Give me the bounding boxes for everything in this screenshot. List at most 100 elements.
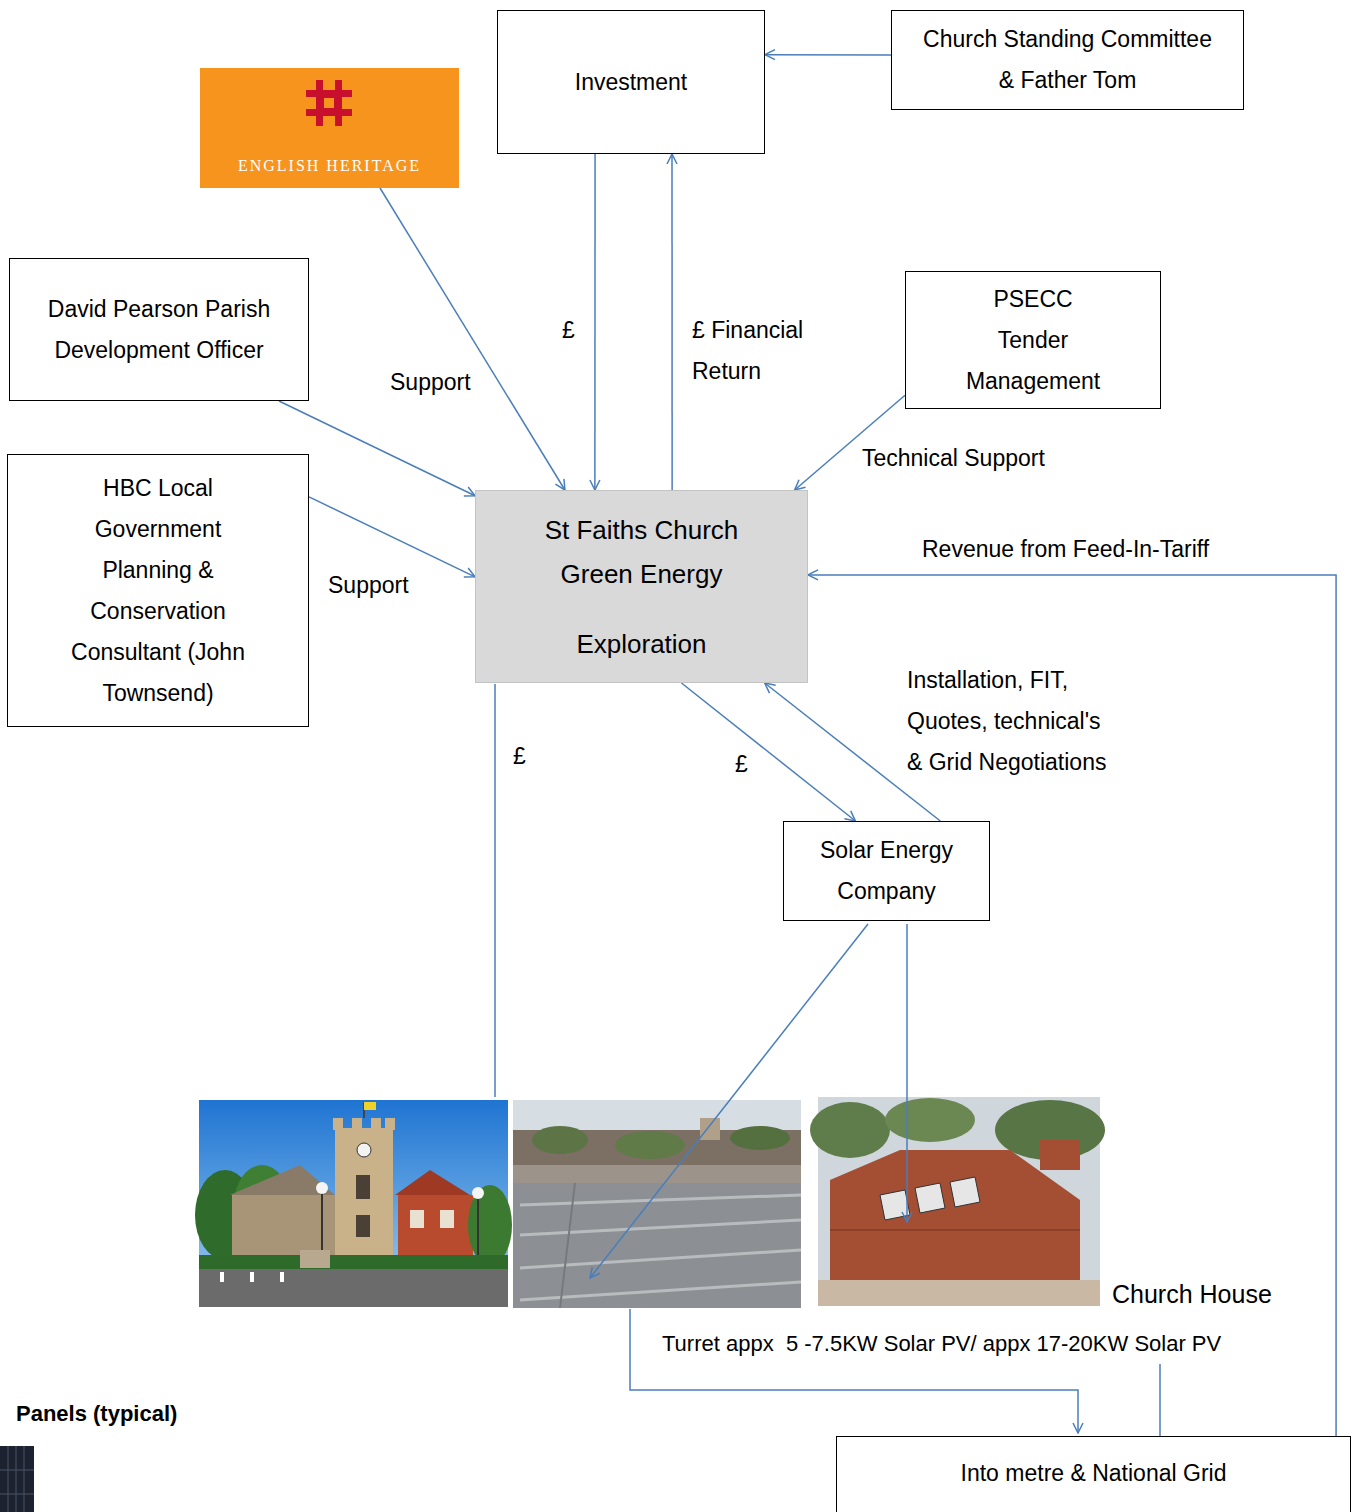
church-house-photo-part (885, 1098, 975, 1142)
church-photo-part (199, 1269, 508, 1307)
leader-lines-part (630, 1309, 1078, 1433)
turret-roof-photo-part (520, 1250, 801, 1268)
church-photo-part (199, 1100, 508, 1307)
note-label: Turret appx 5 -7.5KW Solar PV/ appx 17-2… (660, 1330, 1223, 1358)
edge-label: Installation, FIT, Quotes, technical's &… (905, 660, 1124, 783)
node-text: Exploration (576, 622, 706, 666)
logo-bar (335, 80, 342, 126)
node-text: Investment (575, 62, 688, 103)
turret-roof-photo-part (560, 1183, 575, 1308)
church-house-photo-part (880, 1190, 910, 1220)
leader-lines (495, 684, 1160, 1436)
church-photo-part (356, 1175, 370, 1199)
church-photo-part (398, 1195, 473, 1263)
leader-lines-part (494, 684, 496, 1097)
church-house-photo-part (830, 1229, 1080, 1231)
edge-label: Support (388, 362, 473, 403)
note-label: £ (511, 742, 528, 770)
turret-roof-photo-part (513, 1183, 801, 1308)
process-box: Investment (497, 10, 765, 154)
node-text: Solar Energy Company (794, 830, 979, 912)
node-text: HBC Local Government Planning & Conserva… (64, 468, 252, 714)
church-photo-part (371, 1118, 381, 1130)
stakeholder-box: Church Standing Committee & Father Tom (891, 10, 1244, 110)
node-text: PSECC Tender Management (962, 279, 1104, 402)
church-photo-part (410, 1210, 424, 1228)
note-label: Panels (typical) (14, 1400, 179, 1428)
solar-panel-thumbnail-part (24, 1446, 25, 1512)
connector-arrow (808, 575, 1336, 1436)
logo-icon (306, 80, 352, 126)
church-photo-part (280, 1272, 284, 1282)
edge-label: £ (560, 310, 577, 351)
solar-panel-thumbnail-part (0, 1494, 34, 1495)
logo-square (323, 97, 335, 109)
leader-lines-part (906, 924, 908, 1222)
church-house-photo-part (810, 1102, 890, 1158)
node-text: Into metre & National Grid (961, 1453, 1227, 1494)
turret-roof-photo-part (532, 1126, 588, 1154)
solar-panel-thumbnail-part (0, 1470, 34, 1471)
turret-roof-photo-part (700, 1118, 720, 1140)
leader-lines-part (590, 924, 868, 1278)
edge-label: Technical Support (860, 438, 1047, 479)
church-photo-part (220, 1272, 224, 1282)
node-text: St Faiths Church Green Energy (526, 508, 757, 596)
logo-text: ENGLISH HERITAGE (238, 156, 421, 176)
church-photo-part (199, 1255, 508, 1269)
logo-bar (316, 80, 323, 126)
leader-lines-part (1159, 1364, 1161, 1436)
church-photo-part (440, 1210, 454, 1228)
stakeholder-box: PSECC Tender Management (905, 271, 1161, 409)
turret-roof-photo-part (520, 1195, 801, 1205)
central-box: St Faiths Church Green EnergyExploration (475, 490, 808, 683)
connector-arrow (594, 154, 596, 490)
church-house-photo-part (950, 1177, 980, 1207)
edge-label: Revenue from Feed-In-Tariff (920, 529, 1211, 570)
grid-box: Into metre & National Grid (836, 1436, 1351, 1512)
turret-roof-photo-part (513, 1165, 801, 1183)
church-house-photo-part (915, 1183, 945, 1213)
solar-panel-thumbnail-part (8, 1446, 9, 1512)
edge-label: £ (733, 744, 750, 785)
connector-arrow (380, 188, 565, 490)
church-photo-part (300, 1250, 330, 1268)
connector-arrow (671, 154, 673, 490)
turret-roof-photo-part (730, 1126, 790, 1150)
church-photo-part (230, 1165, 335, 1195)
church-house-photo-part (830, 1150, 1080, 1280)
church-house-photo-part (818, 1280, 1100, 1306)
church-photo-part (477, 1195, 479, 1265)
church-photo-part (356, 1215, 370, 1237)
connector-arrow (765, 54, 891, 56)
node-text: Church Standing Committee & Father Tom (923, 19, 1212, 101)
church-photo (195, 1100, 512, 1307)
logo-box: ENGLISH HERITAGE (200, 68, 459, 188)
company-box: Solar Energy Company (783, 821, 990, 921)
church-photo-part (250, 1272, 254, 1282)
turret-roof-photo-part (615, 1131, 685, 1159)
church-photo-part (395, 1170, 470, 1195)
turret-roof-photo (513, 1100, 801, 1308)
solar-panel-thumbnail-part (16, 1446, 17, 1512)
solar-panel-thumbnail-part (0, 1446, 34, 1512)
church-photo-part (364, 1102, 376, 1110)
connector-arrow (681, 683, 855, 821)
church-photo-part (468, 1185, 512, 1265)
church-photo-part (316, 1182, 328, 1194)
church-photo-part (357, 1143, 371, 1157)
church-house-photo (810, 1097, 1105, 1306)
church-photo-part (333, 1118, 343, 1130)
edge-label: Support (326, 565, 411, 606)
church-photo-part (335, 1128, 393, 1265)
church-photo-part (472, 1187, 484, 1199)
church-photo-part (385, 1118, 395, 1130)
node-text: David Pearson Parish Development Officer (20, 289, 298, 371)
turret-roof-photo-part (520, 1220, 801, 1235)
stakeholder-box: HBC Local Government Planning & Conserva… (7, 454, 309, 727)
church-house-photo-part (1040, 1140, 1080, 1170)
solar-panel-thumbnail (0, 1446, 34, 1512)
turret-roof-photo-part (513, 1100, 801, 1308)
stakeholder-box: David Pearson Parish Development Officer (9, 258, 309, 401)
